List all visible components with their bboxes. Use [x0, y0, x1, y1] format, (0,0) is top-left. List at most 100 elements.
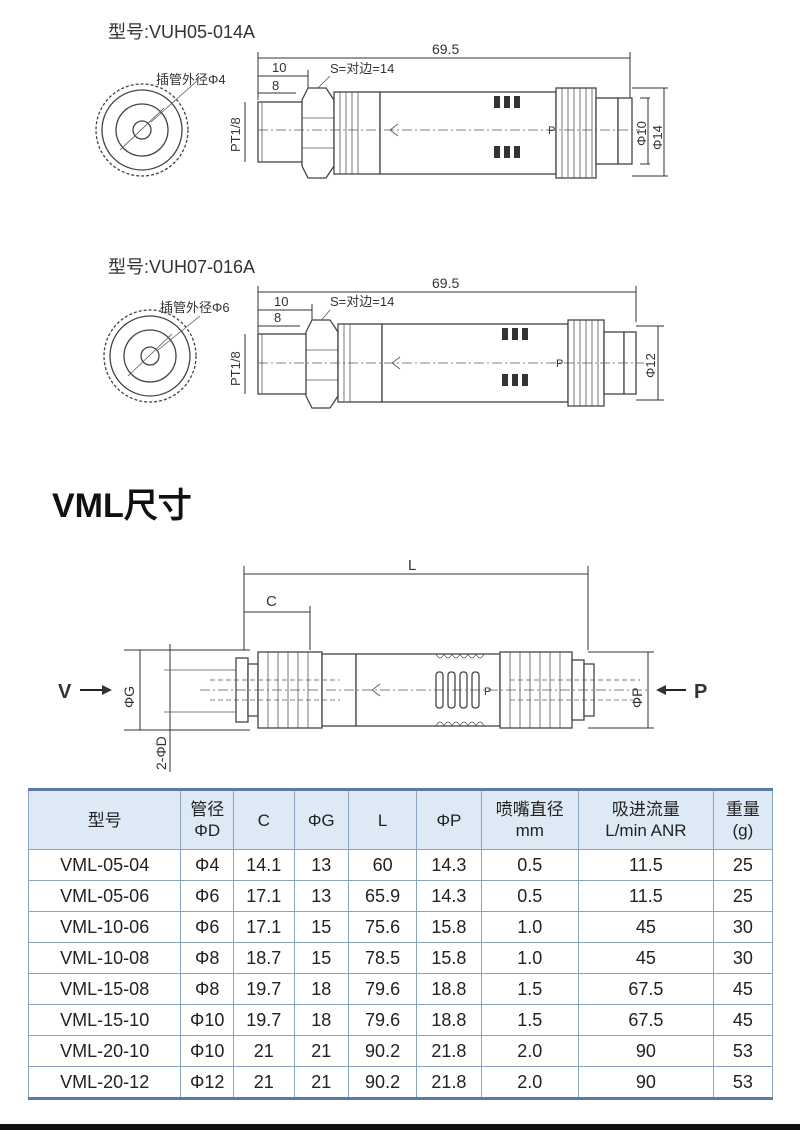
- dim-P: ΦP: [629, 687, 645, 708]
- cell-l: 79.6: [347, 1004, 418, 1036]
- cell-flow: 90: [577, 1066, 714, 1099]
- cell-tube: Φ4: [180, 849, 235, 881]
- dia-b-1: Φ14: [650, 125, 665, 150]
- cell-c: 14.1: [233, 849, 295, 881]
- cell-model: VML-15-08: [27, 973, 182, 1005]
- cell-tube: Φ6: [180, 880, 235, 912]
- cell-p: 21.8: [416, 1035, 482, 1067]
- tube-od-label-1: 插管外径Φ4: [156, 72, 226, 87]
- cell-model: VML-10-06: [27, 911, 182, 943]
- thread-label-2: PT1/8: [228, 351, 243, 386]
- cell-nozzle: 0.5: [480, 880, 579, 912]
- cell-model: VML-15-10: [27, 1004, 182, 1036]
- cell-model: VML-05-04: [27, 849, 182, 881]
- cell-c: 17.1: [233, 880, 295, 912]
- col-header-c: C: [233, 789, 295, 850]
- cell-c: 18.7: [233, 942, 295, 974]
- cell-c: 21: [233, 1035, 295, 1067]
- arrow-v-label: V: [58, 681, 72, 703]
- cell-g: 13: [293, 880, 349, 912]
- cell-model: VML-10-08: [27, 942, 182, 974]
- dim-L: L: [408, 557, 416, 574]
- cell-weight: 25: [712, 849, 774, 881]
- cell-flow: 45: [577, 911, 714, 943]
- cell-tube: Φ10: [180, 1035, 235, 1067]
- cell-flow: 45: [577, 942, 714, 974]
- hex-label-1: S=对边=14: [330, 61, 394, 76]
- dim-total-1: 69.5: [432, 41, 459, 57]
- dia-a-1: Φ10: [634, 121, 649, 146]
- dim-C: C: [266, 593, 277, 610]
- cell-nozzle: 2.0: [480, 1066, 579, 1099]
- cell-nozzle: 1.0: [480, 911, 579, 943]
- cell-l: 65.9: [347, 880, 418, 912]
- section-title-vml: VML尺寸: [52, 487, 192, 525]
- cell-g: 21: [293, 1066, 349, 1099]
- cell-flow: 90: [577, 1035, 714, 1067]
- cell-g: 21: [293, 1035, 349, 1067]
- col-header-model: 型号: [27, 789, 182, 850]
- dim-10-2: 10: [274, 294, 288, 309]
- cell-g: 18: [293, 973, 349, 1005]
- end-view-2: [103, 309, 197, 403]
- cell-nozzle: 2.0: [480, 1035, 579, 1067]
- slots: [435, 653, 485, 727]
- cell-nozzle: 1.5: [480, 973, 579, 1005]
- cell-tube: Φ6: [180, 911, 235, 943]
- cell-l: 90.2: [347, 1066, 418, 1099]
- cell-model: VML-05-06: [27, 880, 182, 912]
- cell-weight: 25: [712, 880, 774, 912]
- cell-weight: 53: [712, 1035, 774, 1067]
- cell-flow: 11.5: [577, 849, 714, 881]
- cell-weight: 45: [712, 973, 774, 1005]
- cell-p: 21.8: [416, 1066, 482, 1099]
- cell-weight: 30: [712, 942, 774, 974]
- dim-8-1: 8: [272, 78, 279, 93]
- cell-l: 75.6: [347, 911, 418, 943]
- col-header-weight: 重量(g): [712, 789, 774, 850]
- cell-flow: 11.5: [577, 880, 714, 912]
- cell-l: 79.6: [347, 973, 418, 1005]
- cell-g: 13: [293, 849, 349, 881]
- drawing-vuh07: 型号:VUH07-016A 插管外径Φ6 69.5 10 8 S=对边=14 P…: [103, 257, 664, 409]
- arrow-p-label: P: [694, 681, 707, 703]
- cell-nozzle: 1.0: [480, 942, 579, 974]
- svg-text:P: P: [484, 686, 491, 698]
- svg-text:P: P: [556, 358, 563, 370]
- cell-nozzle: 0.5: [480, 849, 579, 881]
- cell-tube: Φ10: [180, 1004, 235, 1036]
- drawing-vuh05: 型号:VUH05-014A 插管外径Φ4 69.5 10 8 S=对边=14 P…: [95, 22, 668, 179]
- dim-D: 2-ΦD: [153, 736, 169, 770]
- cell-tube: Φ12: [180, 1066, 235, 1099]
- cell-p: 18.8: [416, 973, 482, 1005]
- cell-model: VML-20-10: [27, 1035, 182, 1067]
- cell-flow: 67.5: [577, 973, 714, 1005]
- cell-tube: Φ8: [180, 973, 235, 1005]
- cell-p: 14.3: [416, 849, 482, 881]
- cell-weight: 53: [712, 1066, 774, 1099]
- cell-l: 60: [347, 849, 418, 881]
- cell-c: 19.7: [233, 1004, 295, 1036]
- hex-label-2: S=对边=14: [330, 294, 394, 309]
- col-header-p: ΦP: [416, 789, 482, 850]
- dim-10-1: 10: [272, 60, 286, 75]
- bottom-rule: [0, 1124, 800, 1130]
- dim-8-2: 8: [274, 310, 281, 325]
- thread-label-1: PT1/8: [228, 117, 243, 152]
- cell-l: 90.2: [347, 1035, 418, 1067]
- cell-p: 15.8: [416, 942, 482, 974]
- cell-flow: 67.5: [577, 1004, 714, 1036]
- cell-g: 15: [293, 942, 349, 974]
- cell-nozzle: 1.5: [480, 1004, 579, 1036]
- col-header-g: ΦG: [293, 789, 349, 850]
